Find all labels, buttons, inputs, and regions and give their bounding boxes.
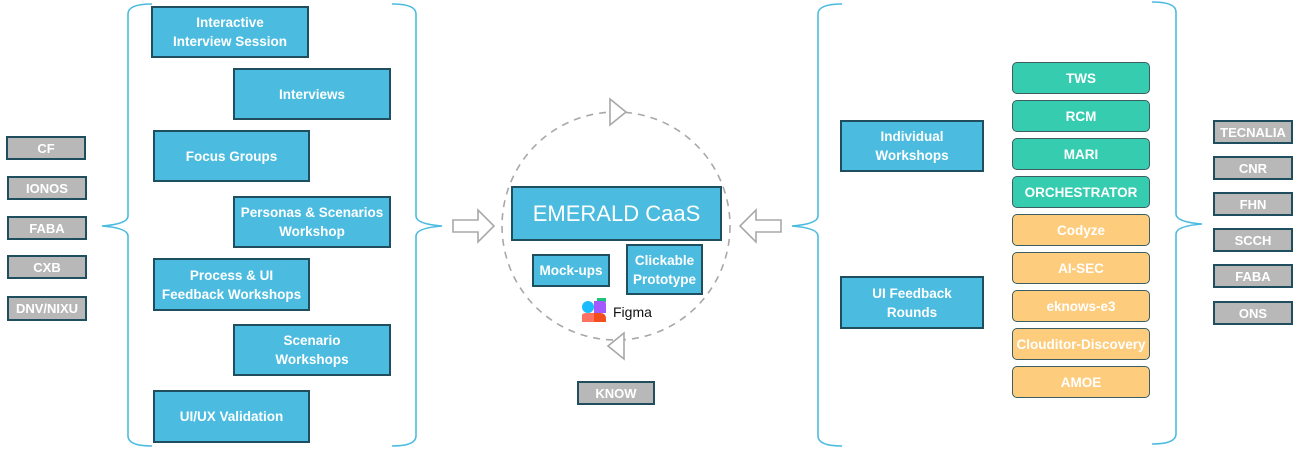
figma-logo-icon — [582, 298, 606, 322]
component-mari: MARI — [1012, 138, 1150, 170]
component-clouditor-discovery: Clouditor-Discovery — [1012, 328, 1150, 360]
activity-process-ui-feedback-workshops: Process & UI Feedback Workshops — [153, 258, 310, 311]
left-partner-faba: FABA — [7, 216, 87, 240]
component-codyze: Codyze — [1012, 214, 1150, 246]
cycle-arrow-top-icon — [609, 97, 628, 127]
know-partner: KNOW — [577, 381, 655, 405]
component-eknows-e3: eknows-e3 — [1012, 290, 1150, 322]
arrow-left-into-center-icon — [738, 208, 782, 244]
left-partner-dnv-nixu: DNV/NIXU — [7, 296, 87, 321]
left-partner-ionos: IONOS — [7, 176, 87, 200]
arrow-right-into-center-icon — [452, 208, 496, 244]
cycle-arrow-bottom-icon — [606, 331, 625, 361]
left-bracket-close — [391, 3, 443, 447]
activity-ui-ux-validation: UI/UX Validation — [153, 390, 310, 443]
left-partner-cxb: CXB — [7, 255, 87, 279]
right-partner-tecnalia: TECNALIA — [1213, 120, 1293, 144]
component-orchestrator: ORCHESTRATOR — [1012, 176, 1150, 208]
component-tws: TWS — [1012, 62, 1150, 94]
right-bracket-close — [1151, 1, 1203, 445]
component-amoe: AMOE — [1012, 366, 1150, 398]
activity-interactive-interview-session: Interactive Interview Session — [151, 6, 309, 58]
mockups-box: Mock-ups — [532, 254, 610, 287]
figma-label: Figma — [613, 304, 652, 320]
left-bracket-open — [101, 3, 153, 447]
right-partner-ons: ONS — [1213, 301, 1293, 325]
activity-ui-feedback-rounds: UI Feedback Rounds — [840, 276, 984, 329]
right-bracket-open — [791, 3, 843, 447]
activity-personas-scenarios-workshop: Personas & Scenarios Workshop — [233, 196, 391, 248]
right-partner-faba: FABA — [1213, 264, 1293, 288]
emerald-caas-title: EMERALD CaaS — [511, 186, 722, 241]
activity-individual-workshops: Individual Workshops — [840, 120, 984, 172]
activity-focus-groups: Focus Groups — [153, 130, 310, 182]
clickable-prototype-box: Clickable Prototype — [626, 244, 703, 295]
activity-interviews: Interviews — [233, 68, 391, 120]
component-rcm: RCM — [1012, 100, 1150, 132]
left-partner-cf: CF — [6, 136, 86, 160]
component-ai-sec: AI-SEC — [1012, 252, 1150, 284]
right-partner-scch: SCCH — [1213, 228, 1293, 252]
right-partner-cnr: CNR — [1213, 156, 1293, 180]
right-partner-fhn: FHN — [1213, 192, 1293, 216]
activity-scenario-workshops: Scenario Workshops — [233, 324, 391, 376]
